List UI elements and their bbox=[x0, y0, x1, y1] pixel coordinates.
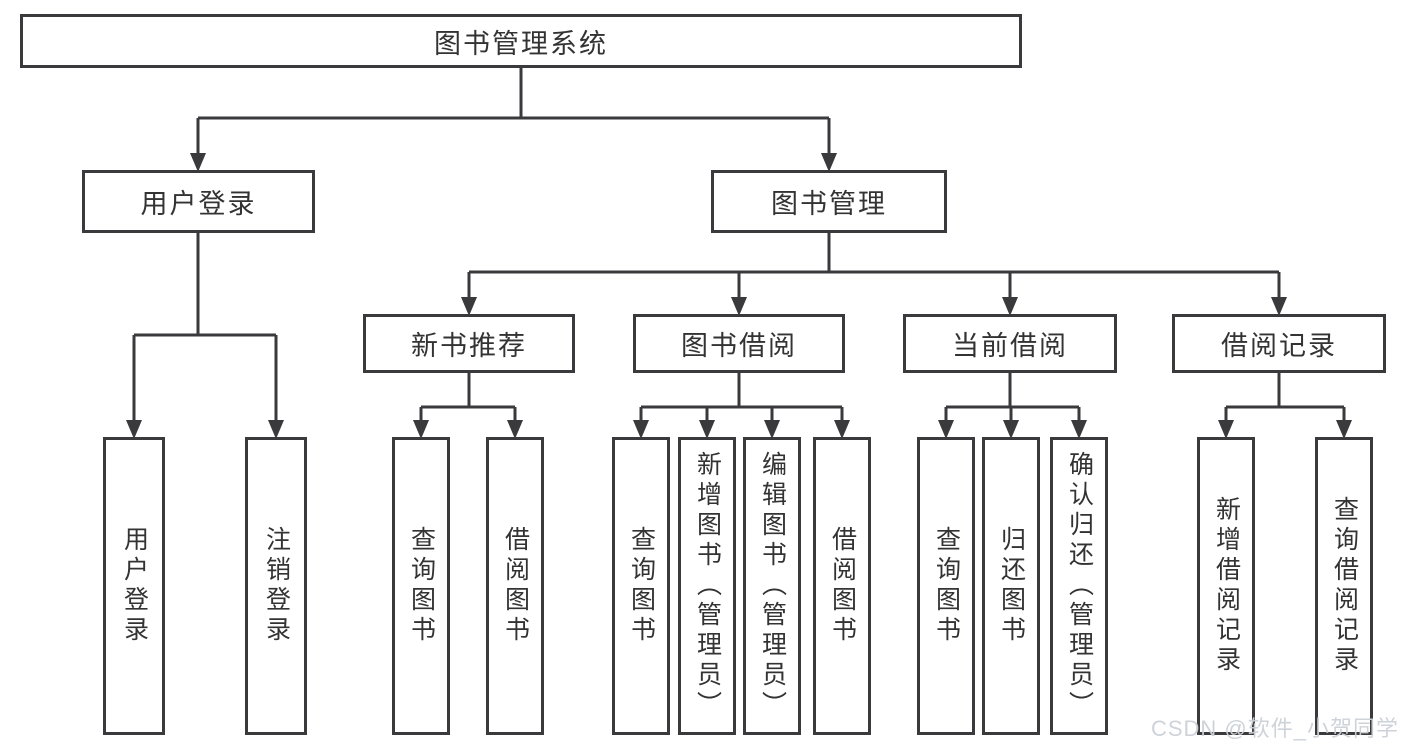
leaf-nb-query-books-label: 查询图书 bbox=[407, 526, 436, 646]
leaf-br-query-borrow-record: 查询借阅记录 bbox=[1315, 437, 1373, 735]
leaf-br-add-borrow-record-label: 新增借阅记录 bbox=[1212, 496, 1241, 676]
leaf-bb-edit-books-admin-label: 编辑图书（管理员） bbox=[758, 451, 787, 721]
node-current-borrowing: 当前借阅 bbox=[903, 314, 1117, 373]
leaf-user-login-label: 用户登录 bbox=[120, 526, 149, 646]
node-new-book-recommend-label: 新书推荐 bbox=[411, 331, 527, 361]
node-book-management: 图书管理 bbox=[711, 170, 947, 233]
node-root-label: 图书管理系统 bbox=[434, 28, 608, 59]
node-user-login-label: 用户登录 bbox=[140, 189, 257, 219]
leaf-bb-query-books: 查询图书 bbox=[612, 437, 670, 735]
leaf-nb-borrow-books: 借阅图书 bbox=[486, 437, 544, 735]
leaf-bb-add-books-admin: 新增图书（管理员） bbox=[678, 437, 736, 735]
leaf-nb-borrow-books-label: 借阅图书 bbox=[501, 526, 530, 646]
node-root: 图书管理系统 bbox=[20, 14, 1022, 68]
leaf-br-add-borrow-record: 新增借阅记录 bbox=[1197, 437, 1255, 735]
node-user-login: 用户登录 bbox=[82, 170, 315, 233]
leaf-cb-return-books: 归还图书 bbox=[982, 437, 1040, 735]
leaf-bb-edit-books-admin: 编辑图书（管理员） bbox=[743, 437, 801, 735]
csdn-watermark: CSDN @软件_小贺同学 bbox=[1150, 716, 1399, 741]
node-book-borrowing: 图书借阅 bbox=[633, 314, 845, 373]
leaf-br-query-borrow-record-label: 查询借阅记录 bbox=[1330, 496, 1359, 676]
leaf-cb-query-books-label: 查询图书 bbox=[932, 526, 961, 646]
leaf-bb-borrow-books-label: 借阅图书 bbox=[828, 526, 857, 646]
leaf-cb-query-books: 查询图书 bbox=[917, 437, 975, 735]
leaf-logout-label: 注销登录 bbox=[262, 526, 291, 646]
leaf-bb-add-books-admin-label: 新增图书（管理员） bbox=[693, 451, 722, 721]
leaf-cb-confirm-return-admin: 确认归还（管理员） bbox=[1050, 437, 1108, 735]
node-borrowing-records: 借阅记录 bbox=[1172, 314, 1386, 373]
leaf-bb-borrow-books: 借阅图书 bbox=[813, 437, 871, 735]
node-book-borrowing-label: 图书借阅 bbox=[681, 331, 797, 361]
node-current-borrowing-label: 当前借阅 bbox=[952, 331, 1068, 361]
leaf-user-login: 用户登录 bbox=[103, 437, 165, 735]
leaf-bb-query-books-label: 查询图书 bbox=[627, 526, 656, 646]
node-new-book-recommend: 新书推荐 bbox=[363, 314, 575, 373]
leaf-logout: 注销登录 bbox=[245, 437, 307, 735]
leaf-cb-return-books-label: 归还图书 bbox=[997, 526, 1026, 646]
node-borrowing-records-label: 借阅记录 bbox=[1221, 331, 1337, 361]
node-book-management-label: 图书管理 bbox=[771, 189, 887, 219]
leaf-cb-confirm-return-admin-label: 确认归还（管理员） bbox=[1065, 451, 1094, 721]
leaf-nb-query-books: 查询图书 bbox=[392, 437, 450, 735]
